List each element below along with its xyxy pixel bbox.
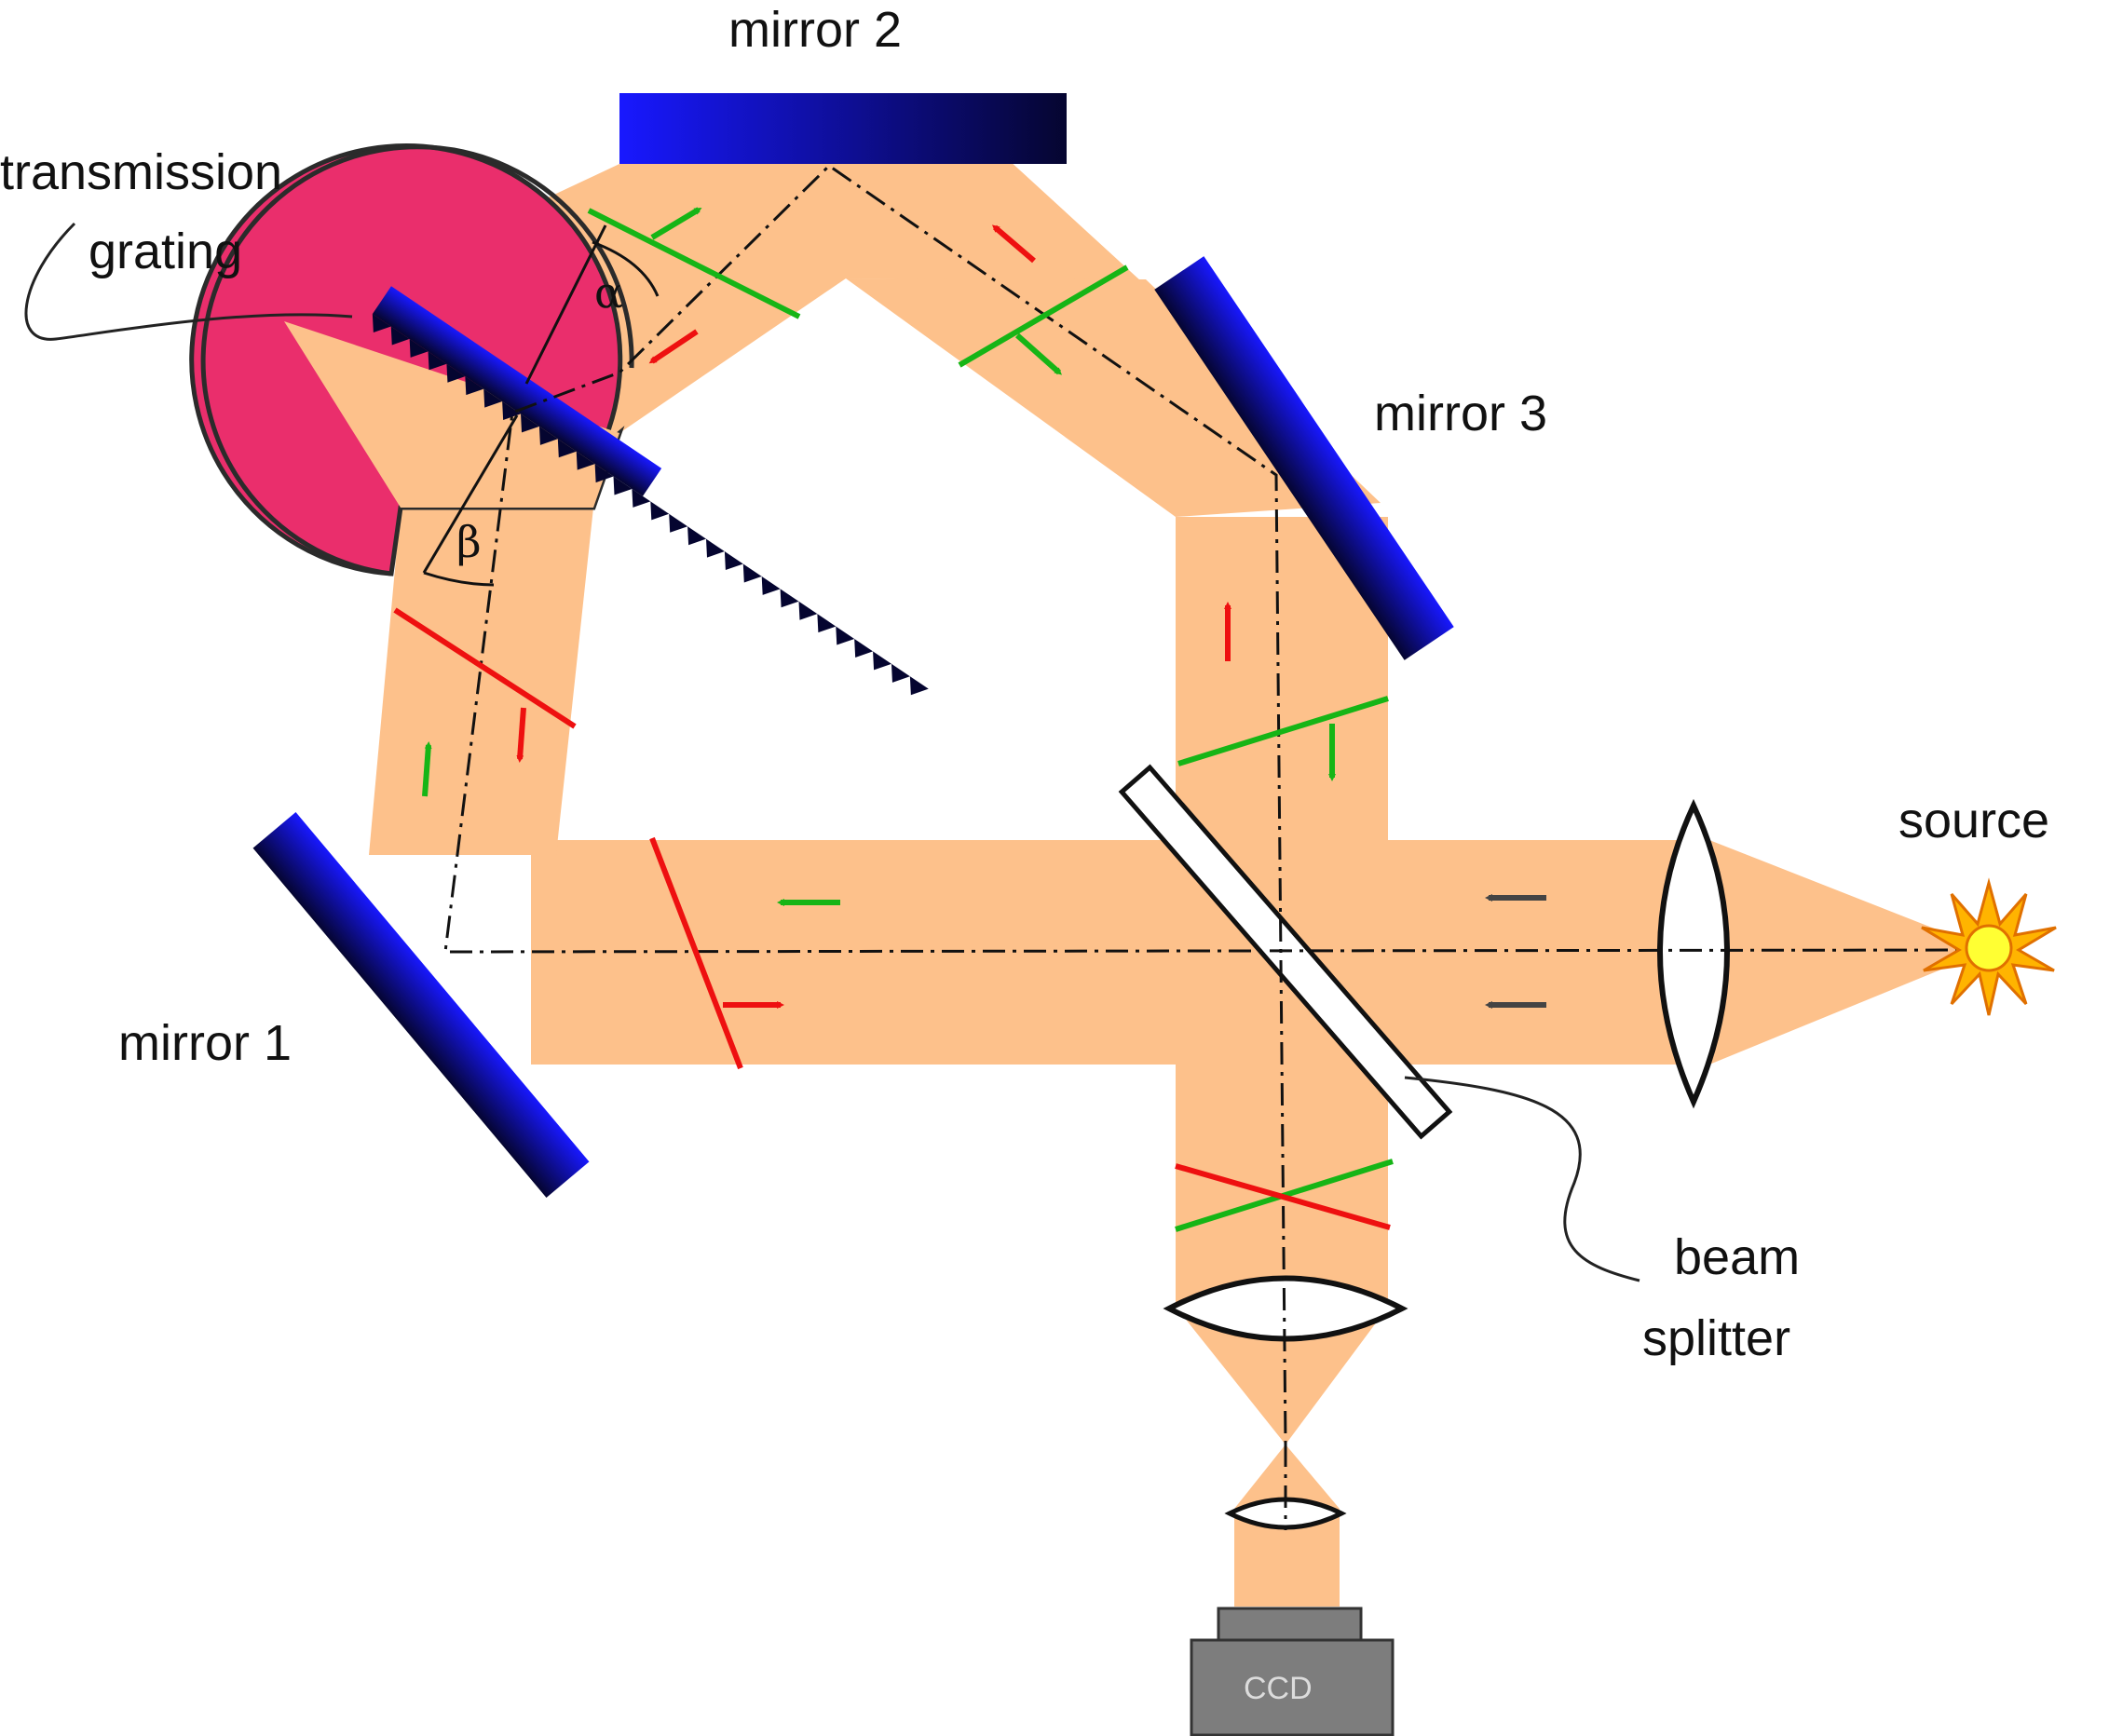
ccd-label: CCD — [1244, 1671, 1313, 1706]
beta-normal — [422, 414, 519, 574]
mirror-3-label: mirror 3 — [1374, 386, 1547, 441]
focus-cone — [1176, 1307, 1388, 1444]
small-lens — [1224, 1497, 1347, 1530]
grating-beam-overlay — [284, 321, 619, 508]
mirror-2 — [619, 93, 1067, 164]
wavefront-red-left-beam — [393, 607, 577, 729]
arrow-red-down-left-beam — [516, 707, 526, 763]
beam-splitter-label-line2: splitter — [1642, 1310, 1790, 1366]
wavefront-red-cross — [1175, 1163, 1391, 1230]
mirror-1 — [252, 812, 590, 1198]
mirror-3 — [1154, 256, 1454, 660]
source-icon — [1921, 877, 2057, 1016]
transmission-grating-label-line1: transmission — [0, 144, 282, 200]
direction-arrows — [422, 207, 1546, 1009]
grating-assembly: α β — [189, 143, 929, 696]
ccd-camera: CCD — [1190, 1607, 1395, 1736]
alpha-normal — [524, 224, 607, 385]
wavefront-green-mirror2-left — [587, 208, 801, 319]
wavefront-green-vertical-beam — [1177, 696, 1389, 766]
source-cone — [1709, 840, 1989, 1065]
transmission-grating — [372, 286, 929, 696]
beta-arc — [423, 571, 495, 587]
arrow-green-up-left-beam — [422, 741, 432, 797]
grating-disc-outline — [200, 144, 634, 576]
source-label: source — [1898, 793, 2049, 848]
beta-label: β — [456, 517, 482, 567]
source-lens — [1657, 798, 1730, 1109]
mirror-1-label: mirror 1 — [118, 1015, 292, 1071]
transmission-grating-label-line2: grating — [88, 224, 242, 279]
alpha-label: α — [594, 267, 623, 318]
beam-splitter-label-line1: beam — [1674, 1229, 1800, 1285]
mirror-2-label: mirror 2 — [728, 2, 902, 58]
beam-mirror2-to-mirror3 — [846, 278, 1381, 517]
wavefronts — [393, 208, 1394, 1232]
wavefront-red-horizontal — [649, 836, 743, 1070]
arrow-red-toward-grating — [648, 329, 699, 364]
grating-leader-line — [24, 222, 353, 341]
wavefront-green-top-right — [958, 264, 1129, 368]
arrow-green-down-right — [1015, 332, 1062, 375]
optical-axis — [443, 164, 1990, 1530]
arrow-green-wavefront-mirror2 — [650, 207, 702, 240]
alpha-arc — [592, 240, 660, 297]
arrow-red-toward-mirror2 — [991, 224, 1036, 264]
grating-disc — [189, 143, 625, 576]
beam-splitter-leader-line — [1404, 1076, 1640, 1282]
